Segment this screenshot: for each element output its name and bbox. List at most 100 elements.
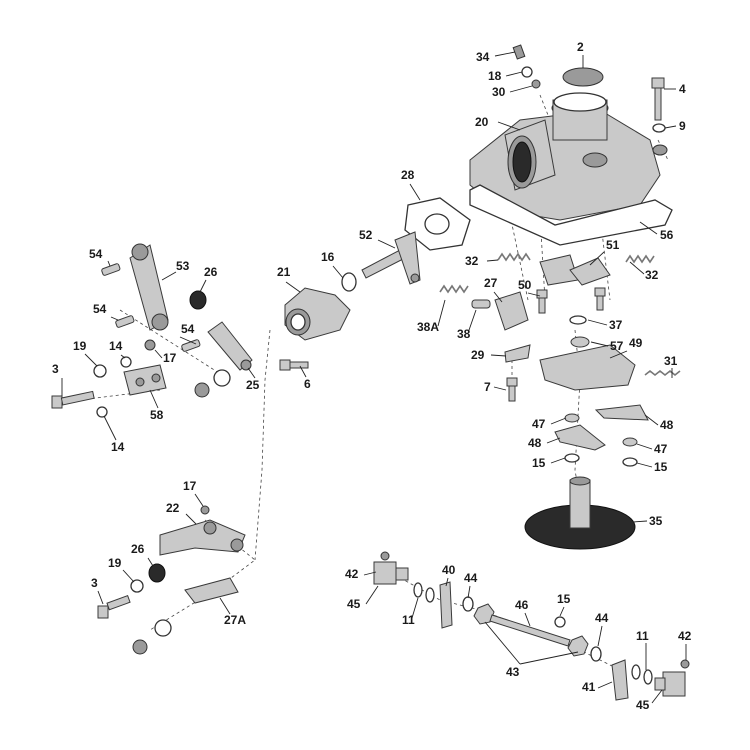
plate-part-35 [524,476,636,550]
leader-line [589,251,605,266]
leader-line [597,681,613,689]
label-2: 2 [577,40,584,54]
leader-line [639,221,658,235]
label-26-top: 26 [204,265,218,279]
leader-line [636,462,653,468]
spring-part-32-left [497,252,531,262]
block-part-58 [123,364,167,396]
leader-line [467,309,477,334]
parts-drawing [51,44,690,701]
label-38A: 38A [417,320,439,334]
label-49: 49 [629,336,643,350]
label-29: 29 [471,348,485,362]
label-40: 40 [442,563,456,577]
leader-line [664,125,677,129]
label-27: 27 [484,276,498,290]
bracket-part-27A [184,577,239,604]
leader-line [632,520,648,523]
label-28: 28 [401,168,415,182]
leader-line [247,367,256,379]
leader-line [590,341,609,347]
label-54-top: 54 [89,247,103,261]
label-44-left: 44 [464,571,478,585]
leader-line [651,689,663,704]
label-41: 41 [582,680,596,694]
leader-line [409,183,421,201]
leader-line [285,281,301,293]
leader-line [377,239,396,249]
leader-line [179,336,197,345]
label-51: 51 [606,238,620,252]
pin-part-54-right [181,339,201,352]
clip-part-14-top [120,356,132,368]
spring-part-38A [439,284,469,294]
lever-part-41 [611,659,629,701]
pin-part-54-top [101,263,121,276]
leader-line [365,585,379,605]
nut-part-43-left [473,603,495,625]
leader-line [147,557,154,567]
leader-line [597,625,603,647]
label-18: 18 [488,69,502,83]
label-3-top: 3 [52,362,59,376]
leader-line [199,279,207,293]
label-58: 58 [150,408,164,422]
leader-line [609,350,628,359]
washer-part-47 [564,413,580,423]
label-42-left: 42 [345,567,359,581]
label-30: 30 [492,85,506,99]
label-27A: 27A [224,613,246,627]
label-32-left: 32 [465,254,479,268]
label-31: 31 [664,354,678,368]
label-7: 7 [484,380,491,394]
label-48-left: 48 [528,436,542,450]
clip-part-15-a [564,453,580,463]
ring-part-37 [569,315,587,325]
bracket-part-29 [504,344,531,363]
label-57: 57 [610,339,624,353]
label-19-bottom: 19 [108,556,122,570]
leader-line [550,417,567,425]
bolt-part-3-top [51,390,95,409]
label-21: 21 [277,265,291,279]
label-15-bottom: 15 [557,592,571,606]
leader-line [527,292,541,297]
leader-lines [61,51,687,704]
washer-part-44-right [590,646,602,662]
lever-part-40 [439,581,453,629]
leader-line [97,590,104,605]
leader-line [550,457,566,464]
leader-line [629,261,645,275]
nut-part-lower-left [132,639,148,655]
leader-line [524,612,531,627]
leader-line [103,415,117,441]
gasket-part-56 [469,184,673,246]
label-37: 37 [609,318,623,332]
leader-line [486,259,499,262]
clip-part-14-bottom [96,406,108,418]
leader-line [107,260,111,267]
seal-part-16 [341,272,357,292]
leader-line [219,597,231,615]
leader-line [363,571,377,576]
spring-part-31 [644,369,681,377]
part-17-top [144,339,156,351]
washer-part-19-top [93,364,107,378]
label-4: 4 [679,82,686,96]
washer-part-57 [570,336,590,348]
screw-part-50-b [594,287,606,311]
label-45-left: 45 [347,597,361,611]
washer-part-lower-left [154,619,172,637]
label-52: 52 [359,228,373,242]
label-32-right: 32 [645,268,659,282]
lever-part-49 [539,344,636,391]
nut-part-43-right [567,635,589,657]
shaft-part-52 [361,231,421,285]
label-14-top: 14 [109,339,123,353]
label-54-mid: 54 [93,302,107,316]
label-43: 43 [506,665,520,679]
label-17-top: 17 [163,351,177,365]
label-3-bottom: 3 [91,576,98,590]
label-6: 6 [304,377,311,391]
